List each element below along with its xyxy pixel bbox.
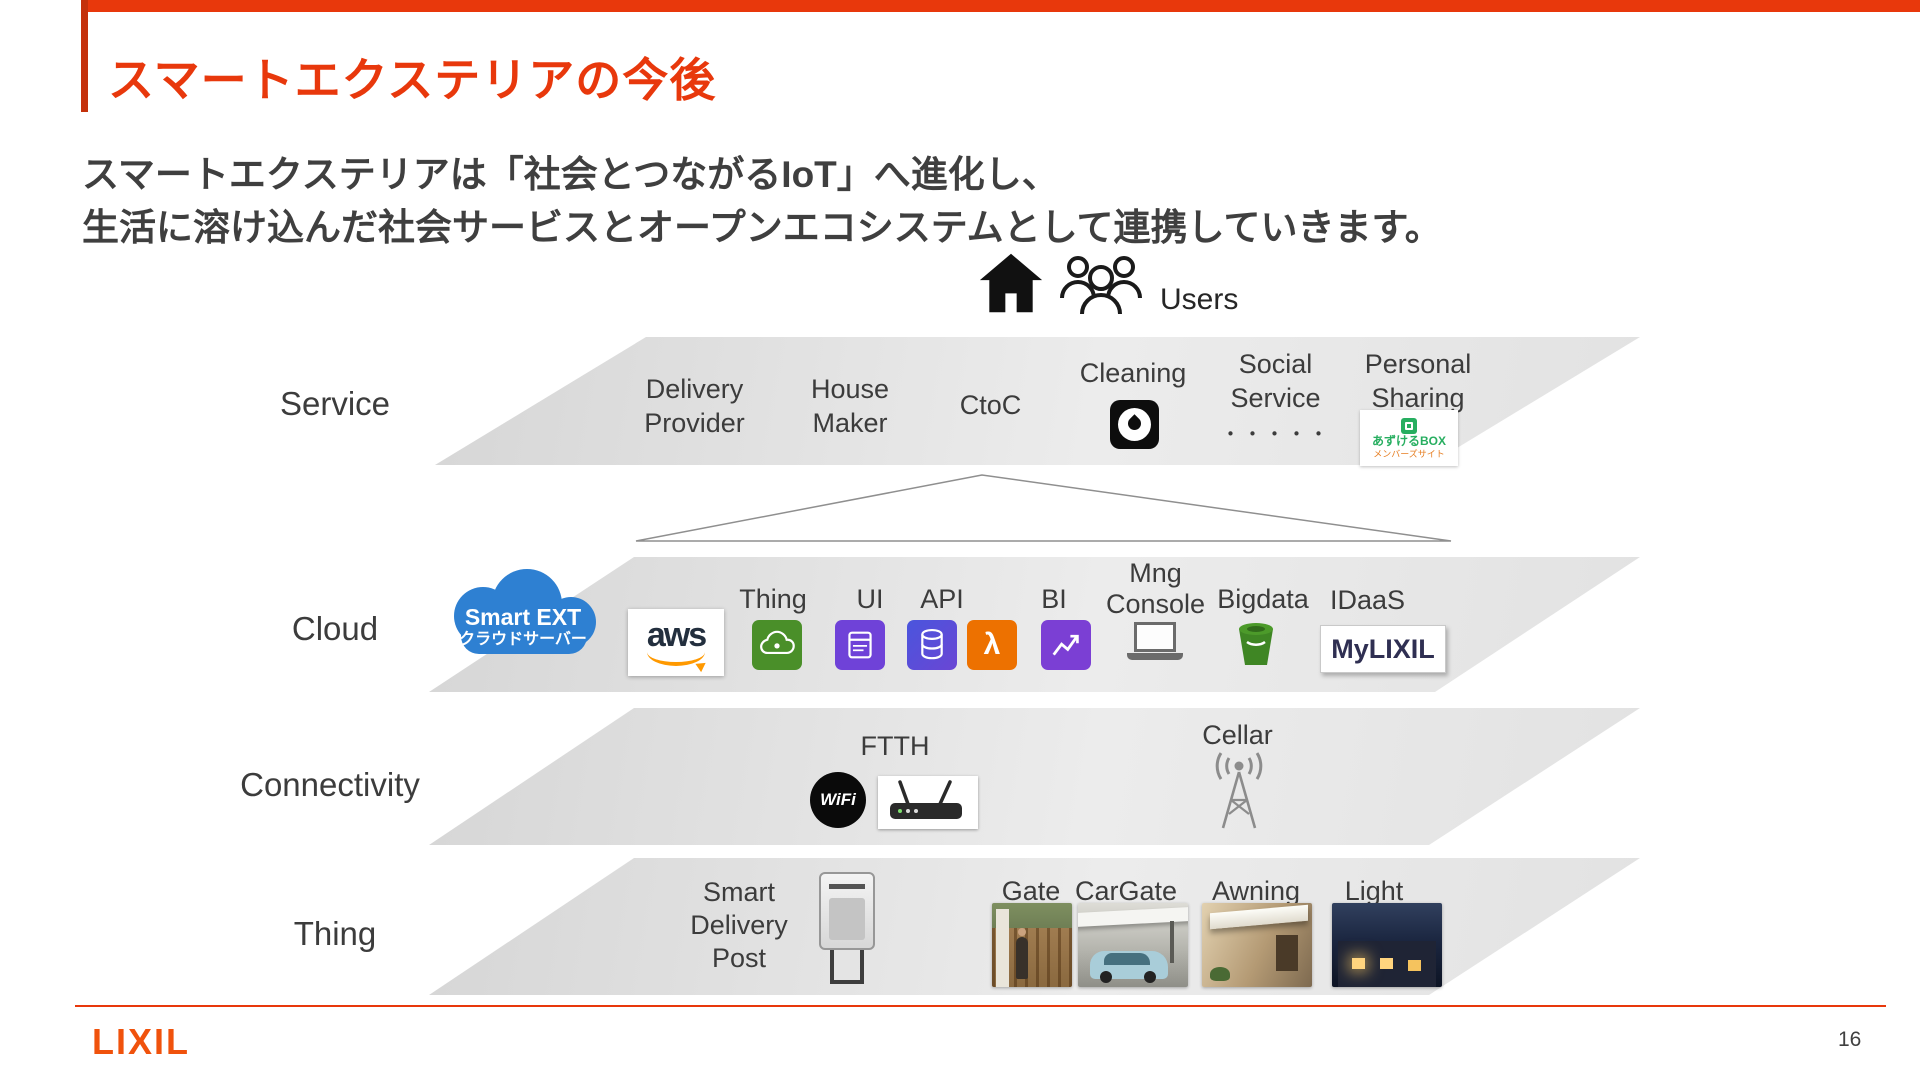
cloud-item-idaas-label: IDaaS: [1329, 585, 1406, 615]
users-label: Users: [1160, 283, 1239, 316]
mylixil-logo: MyLIXIL: [1320, 625, 1446, 673]
cloud-server-subname: クラウドサーバー: [459, 630, 587, 648]
management-console-icon: [1127, 622, 1183, 668]
thing-item-light-label: Light: [1344, 876, 1404, 906]
cloud-item-api-label: API: [920, 584, 964, 614]
service-item-delivery-provider: Delivery Provider: [644, 374, 745, 438]
lixil-logo: LIXIL: [92, 1021, 190, 1062]
connectivity-layer-label: Connectivity: [240, 766, 420, 803]
cloud-shape-icon: [454, 569, 596, 654]
wifi-logo-text: WiFi: [820, 790, 856, 809]
cloud-server-name: Smart EXT: [464, 603, 582, 630]
connectivity-item-cellar-label: Cellar: [1202, 720, 1273, 750]
azukeru-box-icon: [1401, 417, 1417, 434]
gate-photo: [992, 903, 1072, 987]
thing-item-smart-delivery-post-label: Smart Delivery Post: [690, 877, 788, 973]
bi-chart-icon: [1041, 620, 1091, 670]
cloud-item-bigdata-label: Bigdata: [1217, 584, 1309, 614]
cloud-item-mng-console-label: Mng Console: [1105, 558, 1206, 619]
service-item-social-service: Social Service: [1230, 349, 1321, 413]
service-item-house-maker: House Maker: [810, 374, 890, 438]
thing-layer-label: Thing: [293, 915, 377, 952]
ui-icon: [835, 620, 885, 670]
aws-logo-text: aws: [646, 615, 707, 654]
washing-machine-icon: [1110, 400, 1159, 449]
cellular-antenna-icon: [1206, 750, 1272, 830]
lambda-glyph: λ: [983, 628, 1001, 661]
awning-photo: [1202, 903, 1312, 987]
api-gateway-icon: [907, 620, 957, 670]
azukeru-box-logo: あずけるBOX メンバーズサイト: [1360, 410, 1458, 466]
house-icon: [978, 250, 1044, 316]
top-accent-bar: [81, 0, 1920, 12]
connectivity-layer-band: [429, 708, 1640, 845]
smart-ext-cloud-server: Smart EXT クラウドサーバー: [435, 566, 611, 672]
iot-thing-icon: [752, 620, 802, 670]
footer-divider: [75, 1005, 1886, 1007]
aws-logo: aws: [628, 609, 724, 676]
azukeru-box-subtitle: メンバーズサイト: [1373, 448, 1445, 459]
router-icon: [878, 776, 978, 829]
cloud-item-bi-label: BI: [1041, 584, 1067, 614]
azukeru-box-title: あずけるBOX: [1371, 433, 1446, 448]
service-item-ctoc: CtoC: [959, 390, 1022, 420]
connectivity-item-ftth-label: FTTH: [860, 731, 930, 761]
service-item-cleaning: Cleaning: [1079, 358, 1187, 388]
smart-delivery-post-image: [816, 872, 878, 990]
title-accent-bar: [81, 0, 88, 112]
car-shape: [1090, 951, 1168, 983]
thing-item-gate-label: Gate: [1001, 876, 1061, 906]
s3-bucket-icon: [1232, 618, 1280, 670]
users-group-icon: [1058, 252, 1144, 316]
page-title: スマートエクステリアの今後: [108, 54, 717, 106]
service-layer-label: Service: [279, 385, 391, 422]
roof-connector-line: [635, 474, 1452, 542]
cargate-photo: [1078, 903, 1188, 987]
slide-subtitle: スマートエクステリアは「社会とつながるIoT」へ進化し、 生活に溶け込んだ社会サ…: [82, 154, 1442, 248]
person-silhouette: [1016, 928, 1028, 979]
lambda-icon: λ: [967, 620, 1017, 670]
social-service-dots: ・・・・・: [1220, 424, 1331, 446]
thing-item-cargate-label: CarGate: [1074, 876, 1178, 906]
wifi-logo-icon: WiFi: [810, 772, 866, 828]
service-item-personal-sharing: Personal Sharing: [1364, 349, 1472, 413]
thing-item-awning-label: Awning: [1211, 876, 1301, 906]
light-photo: [1332, 903, 1442, 987]
aws-smile-icon: [647, 652, 705, 666]
page-number: 16: [1838, 1028, 1862, 1051]
cloud-item-ui-label: UI: [856, 584, 884, 614]
cloud-item-thing-label: Thing: [739, 584, 807, 614]
cloud-layer-label: Cloud: [291, 610, 379, 647]
